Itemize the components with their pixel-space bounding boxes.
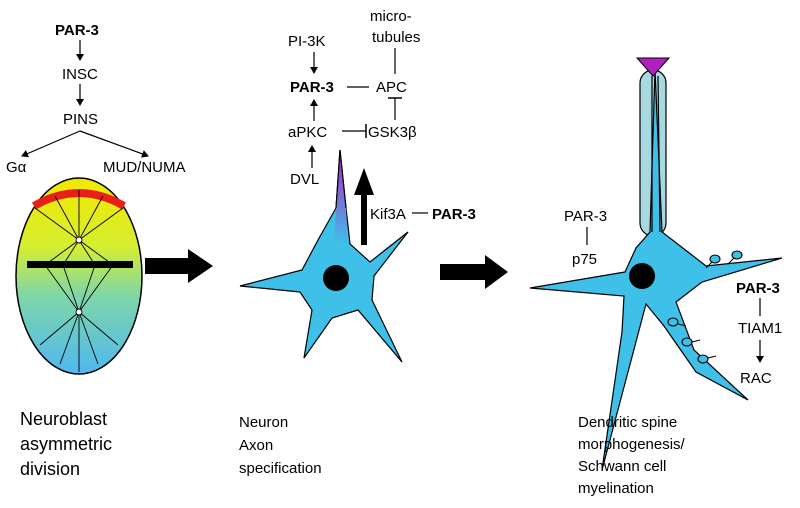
kif3a-label: Kif3A (370, 206, 406, 223)
metaphase-plate (27, 261, 133, 268)
caption-line-3: specification (239, 460, 322, 477)
dendritic-spines (667, 250, 743, 364)
neuroblast-cell (15, 177, 143, 375)
microtubules-label-1: micro- (370, 8, 412, 25)
caption-line-1: Dendritic spine (578, 414, 677, 431)
caption-line-2: morphogenesis/ (578, 436, 686, 453)
caption-line-1: Neuron (239, 414, 288, 431)
caption-line-2: asymmetric (20, 434, 112, 454)
panel-dendrite: PAR-3 p75 PAR-3 TIAM1 RAC (529, 57, 783, 471)
microtubules-label-2: tubules (372, 29, 420, 46)
caption-dendrite: Dendritic spine morphogenesis/ Schwann c… (578, 414, 686, 497)
axon-tip (334, 150, 348, 244)
apkc-label: aPKC (288, 124, 327, 141)
mud-numa-label: MUD/NUMA (103, 159, 186, 176)
par3-kif-label: PAR-3 (432, 206, 476, 223)
gsk3b-label: GSK3β (368, 124, 417, 141)
arrow-pins-mud (79, 130, 149, 158)
transition-arrow-2 (440, 255, 508, 289)
par3-label: PAR-3 (290, 79, 334, 96)
caption-neuron: Neuron Axon specification (239, 414, 322, 477)
caption-line-1: Neuroblast (20, 409, 107, 429)
neuron-nucleus (323, 265, 349, 291)
axon-terminal (635, 57, 671, 77)
caption-line-3: Schwann cell (578, 458, 666, 475)
caption-line-3: division (20, 459, 80, 479)
panel-neuron: PI-3K micro- tubules PAR-3 APC aPKC GSK3… (239, 8, 476, 363)
arrow-pins-galpha (21, 130, 81, 158)
pi3k-label: PI-3K (288, 33, 326, 50)
caption-neuroblast: Neuroblast asymmetric division (20, 409, 112, 479)
p75-label: p75 (572, 251, 597, 268)
caption-line-2: Axon (239, 437, 273, 454)
par3-label: PAR-3 (736, 280, 780, 297)
caption-line-4: myelination (578, 480, 654, 497)
rac-label: RAC (740, 370, 772, 387)
tiam1-label: TIAM1 (738, 320, 782, 337)
neuron-nucleus (629, 263, 655, 289)
transition-arrow-1 (145, 249, 213, 283)
neuron-body (529, 69, 783, 471)
galpha-label: Gα (6, 159, 27, 176)
neuron-body (239, 149, 409, 363)
pins-label: PINS (63, 111, 98, 128)
dvl-label: DVL (290, 171, 319, 188)
apc-label: APC (376, 79, 407, 96)
panel-neuroblast: PAR-3 INSC PINS Gα MUD/NUMA (6, 22, 186, 375)
insc-label: INSC (62, 66, 98, 83)
mitotic-spindle (34, 190, 124, 372)
par3-label: PAR-3 (55, 22, 99, 39)
par3-p75-label: PAR-3 (564, 208, 607, 225)
